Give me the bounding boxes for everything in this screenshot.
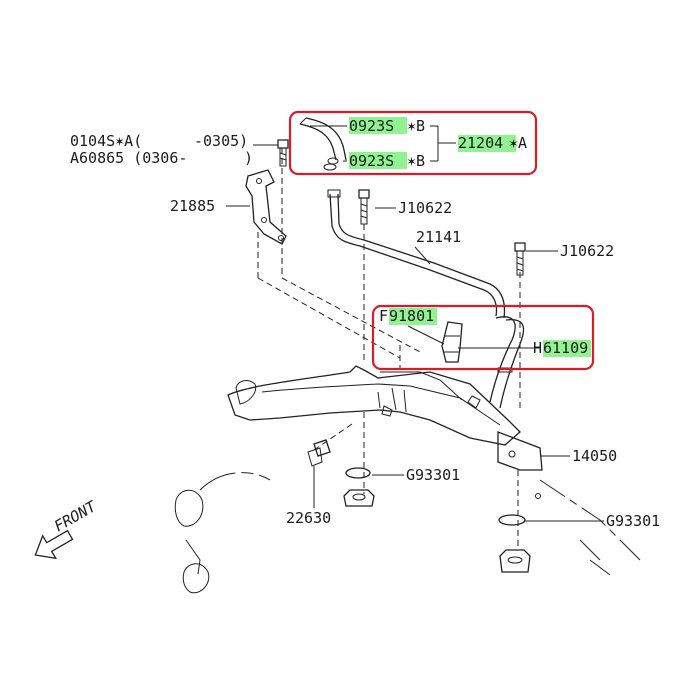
front-marker-label: FRONT bbox=[51, 497, 100, 536]
label-22630: 22630 bbox=[286, 509, 331, 527]
label-F91801: 91801 bbox=[389, 307, 434, 325]
label-21204: 21204 bbox=[458, 134, 503, 152]
label-clip-top-suffix: ✶B bbox=[407, 117, 425, 135]
label-J10622-upper: J10622 bbox=[398, 199, 452, 217]
label-G93301-mid: G93301 bbox=[406, 466, 460, 484]
label-14050: 14050 bbox=[572, 447, 617, 465]
fitting-91801-drawing bbox=[441, 321, 463, 363]
oring-right-drawing bbox=[498, 514, 531, 573]
label-clip-top: 0923S bbox=[349, 117, 394, 135]
pipe-21141-drawing bbox=[327, 189, 506, 319]
bolt-J10622-upper-drawing bbox=[358, 189, 370, 225]
highlight-clip-top bbox=[349, 117, 407, 134]
label-F91801-prefix: F bbox=[379, 307, 388, 325]
label-J10622-right: J10622 bbox=[560, 242, 614, 260]
label-H61109: 61109 bbox=[543, 339, 588, 357]
leader-lines bbox=[226, 125, 604, 522]
label-0104S-range: -0305) bbox=[194, 132, 248, 150]
label-21204-suffix: ✶A bbox=[509, 134, 527, 152]
oring-mid-drawing bbox=[343, 467, 375, 507]
hose-21204-drawing bbox=[299, 117, 347, 171]
bracket-21885-drawing bbox=[245, 169, 287, 245]
label-A60865-range: ) bbox=[244, 149, 253, 167]
part-labels: 0104S✶A( -0305) A60865 (0306- ) 21885 J1… bbox=[70, 117, 660, 530]
label-A60865: A60865 (0306- bbox=[70, 149, 187, 167]
bolt-0104S-drawing bbox=[277, 139, 289, 167]
callout-box-fitting-group bbox=[371, 304, 595, 371]
highlight-fitting-91801 bbox=[389, 308, 437, 325]
assembly-guide-lines bbox=[257, 148, 521, 550]
engine-block-fragment-drawing bbox=[174, 472, 641, 594]
label-clip-bottom-suffix: ✶B bbox=[407, 152, 425, 170]
callout-box-hose-group bbox=[288, 110, 538, 176]
label-H61109-prefix: H bbox=[533, 339, 542, 357]
label-21885: 21885 bbox=[170, 197, 215, 215]
engine-outline-drawing bbox=[227, 316, 543, 471]
label-clip-bottom: 0923S bbox=[349, 152, 394, 170]
label-G93301-right: G93301 bbox=[606, 512, 660, 530]
sensor-22630-drawing bbox=[307, 439, 331, 508]
bolt-J10622-right-drawing bbox=[514, 242, 526, 276]
highlight-hose-61109 bbox=[543, 340, 591, 357]
label-0104S: 0104S✶A( bbox=[70, 132, 142, 150]
highlight-clip-bottom bbox=[349, 152, 407, 169]
label-21141: 21141 bbox=[416, 228, 461, 246]
front-arrow-icon bbox=[34, 529, 74, 560]
highlight-hose-21204 bbox=[458, 135, 516, 152]
